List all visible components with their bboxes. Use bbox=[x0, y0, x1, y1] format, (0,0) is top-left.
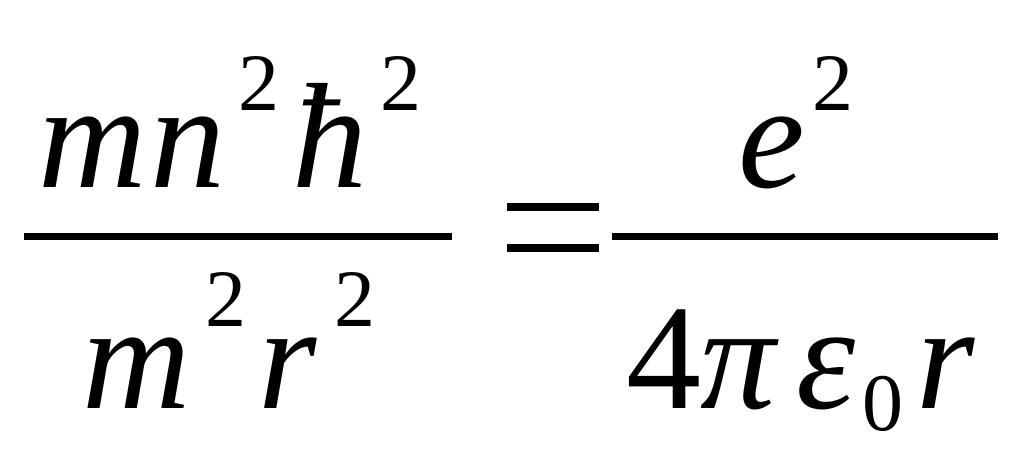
lhs-num-hbar: ħ bbox=[292, 54, 367, 220]
rhs-num-e-exponent: 2 bbox=[812, 37, 853, 128]
rhs-den-pi: π bbox=[700, 275, 776, 441]
equals-sign-top-bar bbox=[507, 203, 599, 211]
rhs-den-epsilon: ε bbox=[796, 275, 856, 441]
lhs-den-r: r bbox=[258, 275, 317, 441]
lhs-fraction-bar bbox=[24, 233, 452, 240]
lhs-num-hbar-exponent: 2 bbox=[380, 37, 421, 128]
lhs-den-m-exponent: 2 bbox=[205, 253, 246, 344]
equals-sign-bottom-bar bbox=[507, 244, 599, 252]
rhs-den-four: 4 bbox=[626, 275, 701, 441]
rhs-den-r: r bbox=[916, 275, 975, 441]
lhs-den-r-exponent: 2 bbox=[334, 253, 375, 344]
lhs-num-m: m bbox=[38, 54, 147, 220]
rhs-num-e: e bbox=[738, 54, 805, 220]
lhs-den-m: m bbox=[82, 275, 191, 441]
lhs-num-n-exponent: 2 bbox=[238, 37, 279, 128]
rhs-den-epsilon-subscript: 0 bbox=[862, 357, 903, 448]
lhs-num-n: n bbox=[150, 54, 225, 220]
rhs-fraction-bar bbox=[612, 233, 998, 240]
